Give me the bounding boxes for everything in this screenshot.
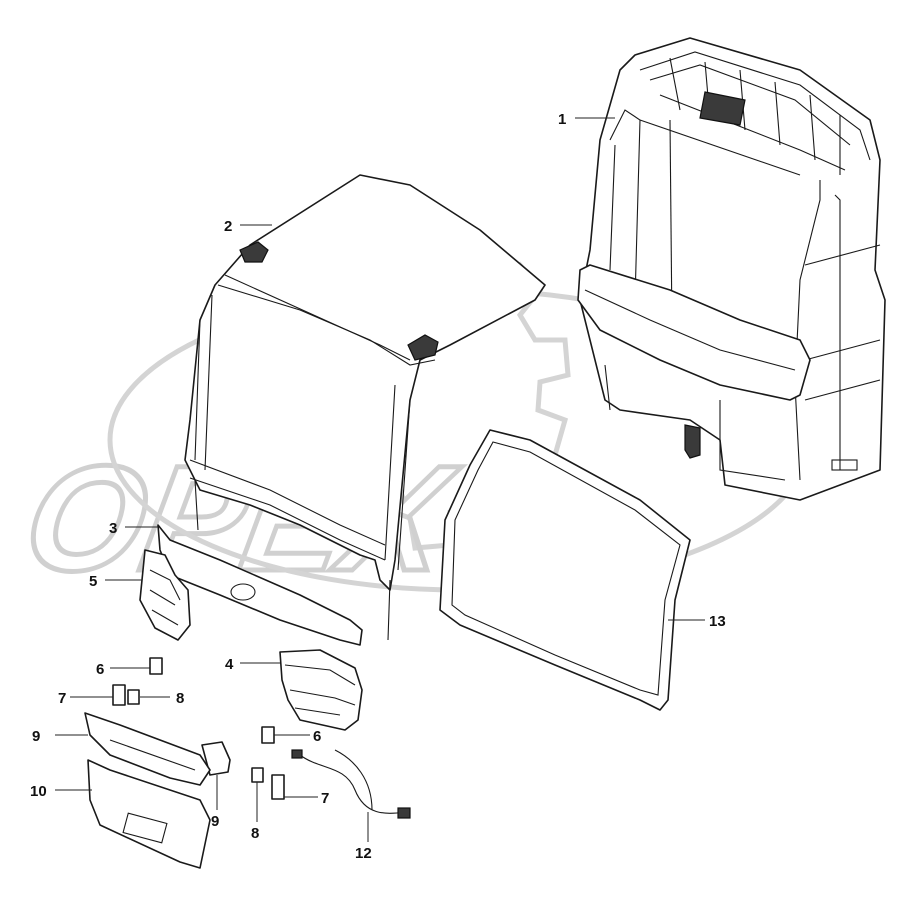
part-5-side-duct	[139, 549, 191, 641]
callout-4: 4	[225, 656, 234, 673]
callout-3: 3	[109, 520, 117, 537]
callout-2: 2	[224, 218, 232, 235]
callout-6-lower: 6	[313, 728, 321, 745]
callout-9-label: 9	[211, 813, 219, 830]
callout-labels: 1 2 3 5 4 6 7 8 9 10 9 9 8 6 7 12 13	[30, 111, 726, 862]
callout-10: 9	[32, 728, 40, 745]
part-8-clip-lower	[251, 767, 264, 783]
part-6-clip-lower	[261, 726, 275, 744]
part-10-front-grille	[84, 712, 211, 786]
callout-13: 13	[709, 613, 726, 630]
callout-8-upper: 8	[176, 690, 184, 707]
part-2-cab-shell	[184, 174, 546, 641]
part-6-clip-upper	[149, 657, 163, 675]
part-13-windshield-seal	[439, 429, 691, 711]
callout-5: 5	[89, 573, 97, 590]
callout-7-upper: 7	[58, 690, 66, 707]
part-11-front-panel	[87, 759, 211, 869]
callout-8-lower: 8	[251, 825, 259, 842]
part-7-clip-lower	[271, 774, 285, 800]
callout-11: 10	[30, 783, 47, 800]
part-1-cab-frame	[577, 37, 886, 501]
part-12-wire-harness	[291, 749, 411, 819]
callout-6-upper: 6	[96, 661, 104, 678]
part-8-clip-upper	[127, 689, 140, 705]
part-4-center-duct	[279, 649, 363, 731]
callout-7-lower: 7	[321, 790, 329, 807]
part-7-clip-upper	[112, 684, 126, 706]
callout-12: 12	[355, 845, 372, 862]
callout-1: 1	[558, 111, 566, 128]
leader-lines	[55, 117, 705, 842]
